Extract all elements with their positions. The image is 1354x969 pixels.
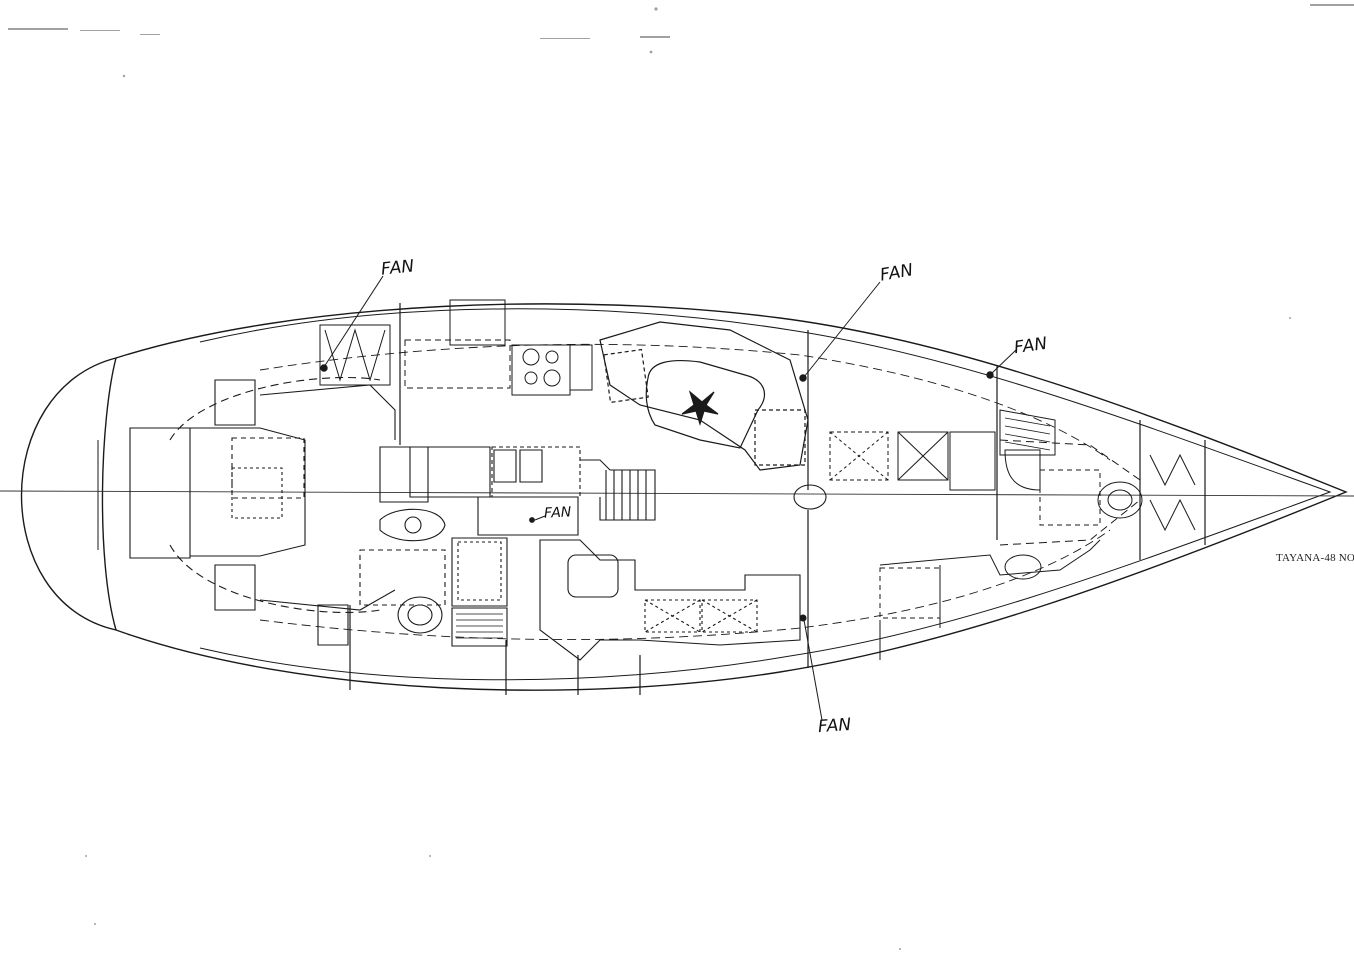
scan-noise — [8, 4, 1354, 950]
forward-cabin — [1000, 440, 1195, 579]
settee-starboard — [540, 485, 826, 660]
forward-port-cabin — [830, 410, 1055, 490]
starboard-forward-lockers — [880, 540, 1100, 660]
saloon-table — [600, 322, 808, 470]
fan-label: FAN — [380, 256, 416, 280]
fan-label: FAN — [817, 714, 852, 738]
drawing-caption: TAYANA-48 NO. — [1276, 552, 1354, 564]
aft-cabin — [130, 378, 395, 613]
fan-leaders — [321, 276, 1016, 720]
aft-head — [318, 538, 507, 646]
centerline — [0, 491, 1354, 496]
port-lockers — [320, 300, 592, 395]
hull — [22, 304, 1347, 690]
interior-dashed-lines — [260, 344, 1110, 639]
fan-label: FAN — [543, 504, 572, 522]
galley — [380, 447, 655, 541]
